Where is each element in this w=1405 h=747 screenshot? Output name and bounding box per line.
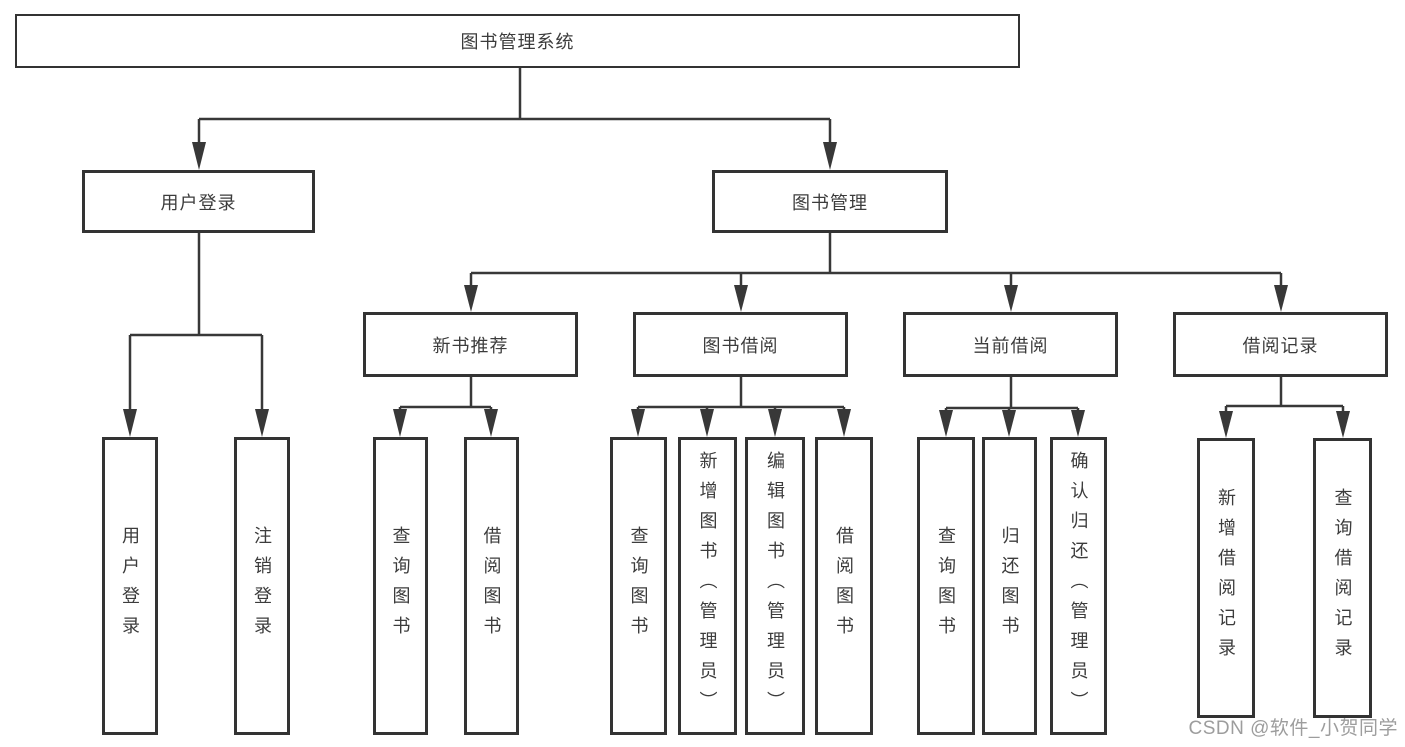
node-borrow-records: 借阅记录 — [1173, 312, 1388, 377]
arrowhead-icon — [734, 285, 748, 312]
arrowhead-icon — [255, 409, 269, 437]
arrowhead-icon — [484, 409, 498, 437]
leaf-add-borrow-record: 新增借阅记录 — [1197, 438, 1255, 718]
node-label: 新书推荐 — [432, 335, 509, 356]
node-label: 查询借阅记录 — [1332, 488, 1353, 668]
arrowhead-icon — [123, 409, 137, 437]
node-label: 用户登录 — [120, 526, 140, 646]
node-label: 确认归还（管理员） — [1068, 451, 1089, 721]
node-label: 新增借阅记录 — [1216, 488, 1236, 668]
node-label: 查询图书 — [628, 526, 649, 646]
node-label: 归还图书 — [999, 526, 1020, 646]
csdn-watermark: CSDN @软件_小贺同学 — [1188, 718, 1398, 739]
arrowhead-icon — [823, 142, 837, 170]
leaf-query-books: 查询图书 — [917, 437, 975, 735]
arrowhead-icon — [768, 409, 782, 437]
leaf-query-books: 查询图书 — [610, 437, 667, 735]
node-library-management-system: 图书管理系统 — [15, 14, 1020, 68]
arrowhead-icon — [1002, 410, 1016, 437]
leaf-borrow-books: 借阅图书 — [815, 437, 873, 735]
arrowhead-icon — [939, 410, 953, 437]
leaf-query-borrow-record: 查询借阅记录 — [1313, 438, 1372, 718]
arrowhead-icon — [1336, 411, 1350, 438]
arrowhead-icon — [837, 409, 851, 437]
leaf-return-books: 归还图书 — [982, 437, 1037, 735]
leaf-borrow-books: 借阅图书 — [464, 437, 519, 735]
node-current-borrow: 当前借阅 — [903, 312, 1118, 377]
arrowhead-icon — [1004, 285, 1018, 312]
node-label: 用户登录 — [160, 192, 237, 213]
leaf-user-login: 用户登录 — [102, 437, 158, 735]
node-label: 当前借阅 — [972, 335, 1049, 356]
leaf-edit-books-admin: 编辑图书（管理员） — [745, 437, 805, 735]
node-label: 图书管理系统 — [460, 32, 575, 52]
node-label: 图书借阅 — [702, 335, 779, 356]
arrowhead-icon — [393, 409, 407, 437]
node-user-login: 用户登录 — [82, 170, 315, 233]
arrowheads — [123, 142, 1350, 438]
arrowhead-icon — [1219, 411, 1233, 438]
leaf-logout: 注销登录 — [234, 437, 290, 735]
leaf-query-books: 查询图书 — [373, 437, 428, 735]
arrowhead-icon — [192, 142, 206, 170]
leaf-add-books-admin: 新增图书（管理员） — [678, 437, 737, 735]
arrowhead-icon — [1071, 410, 1085, 437]
node-label: 注销登录 — [252, 526, 272, 646]
node-label: 编辑图书（管理员） — [765, 451, 785, 721]
node-new-book-recommend: 新书推荐 — [363, 312, 578, 377]
node-book-management: 图书管理 — [712, 170, 948, 233]
arrowhead-icon — [1274, 285, 1288, 312]
node-label: 查询图书 — [936, 526, 956, 646]
node-label: 图书管理 — [792, 192, 868, 213]
arrowhead-icon — [700, 409, 714, 437]
node-book-borrow: 图书借阅 — [633, 312, 848, 377]
leaf-confirm-return-admin: 确认归还（管理员） — [1050, 437, 1107, 735]
node-label: 查询图书 — [390, 526, 411, 646]
node-label: 借阅图书 — [834, 526, 854, 646]
arrowhead-icon — [464, 285, 478, 312]
arrowhead-icon — [631, 409, 645, 437]
node-label: 新增图书（管理员） — [697, 451, 718, 721]
node-label: 借阅记录 — [1242, 335, 1319, 356]
node-label: 借阅图书 — [481, 526, 502, 646]
